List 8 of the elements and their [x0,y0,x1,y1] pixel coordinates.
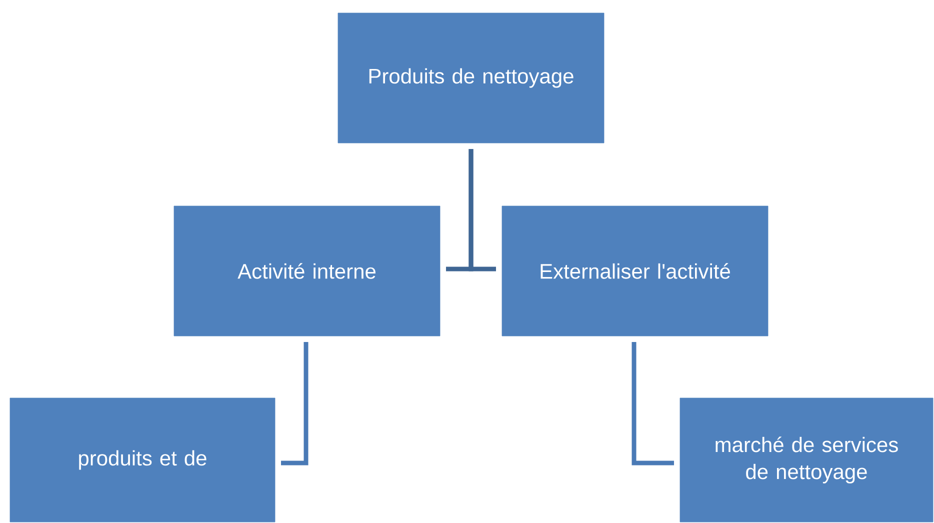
connector-line [468,149,496,272]
process-box: Produits de nettoyage [338,12,604,144]
process-box: Externaliser l'activité [502,206,768,336]
process-box: marché de services de nettoyage [680,398,934,522]
connector-line [632,342,674,466]
process-box: produits et de [10,398,276,522]
connector-line [281,342,308,466]
process-box: Activité interne [174,206,440,336]
